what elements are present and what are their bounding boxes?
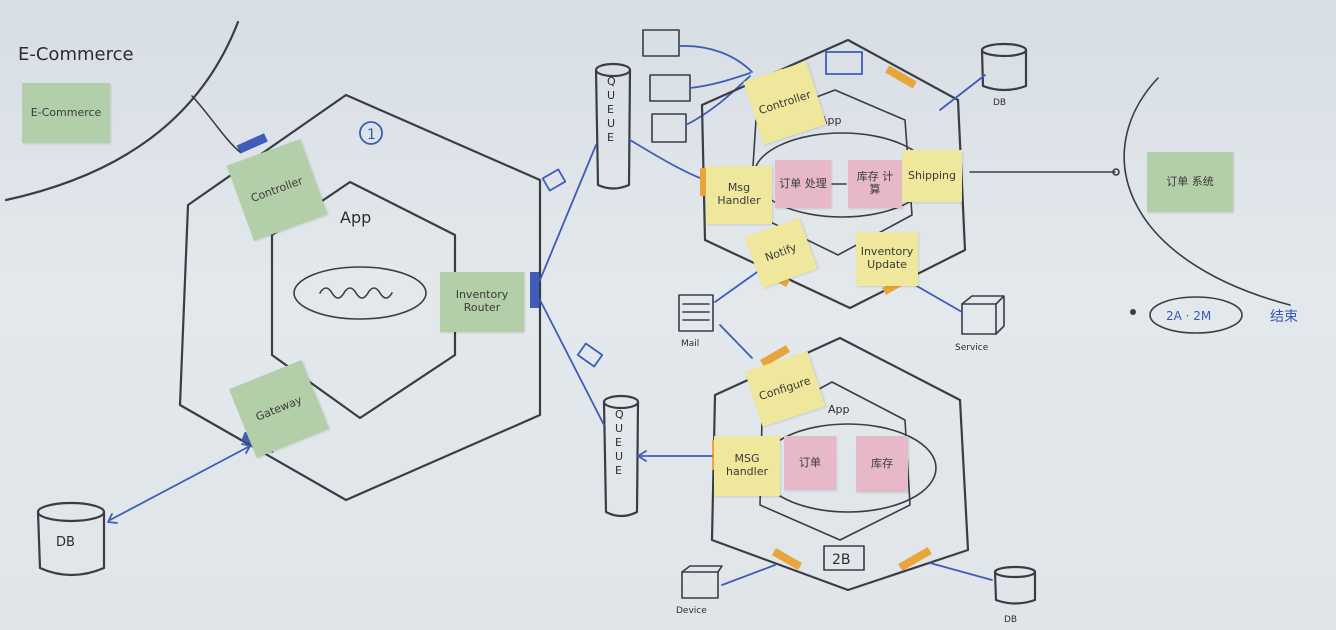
circle-one-num: 1 <box>367 127 376 143</box>
msg-handler-lower-sticky: MSG handler <box>714 436 780 496</box>
order-system-text: 订单 系统 <box>1166 174 1214 188</box>
configure-mail-link <box>719 324 753 359</box>
notify-mail-link <box>714 269 761 303</box>
ecommerce-boundary-arc <box>4 20 240 202</box>
source-device-3 <box>651 113 687 143</box>
pink-sticky-1-text: 订单 处理 <box>779 176 827 190</box>
adapter-4 <box>700 168 708 196</box>
queue-lower <box>602 394 640 518</box>
msg-handler-lower-text: MSG handler <box>725 452 768 478</box>
mail-icon <box>678 294 714 332</box>
db-lower-label: DB <box>1004 615 1017 625</box>
app-label: App <box>340 208 371 227</box>
gateway-arrowhead <box>241 443 251 454</box>
adapter-7 <box>760 345 790 367</box>
db-left-label: DB <box>56 535 75 550</box>
shipping-sticky: Shipping <box>902 150 962 202</box>
pink-sticky-4: 库存 <box>856 436 908 492</box>
router-to-lower-queue <box>539 299 605 426</box>
lower-app-label: App <box>828 403 850 416</box>
note-ellipse-text: 2A · 2M <box>1166 309 1211 323</box>
router-to-upper-queue <box>539 144 597 281</box>
inventory-update-text: Inventory Update <box>860 245 914 271</box>
db-lower-right <box>993 565 1037 605</box>
circle-one <box>359 121 383 145</box>
device-label: Device <box>676 606 707 616</box>
db-upper-label: DB <box>993 98 1006 108</box>
source-1-arrow <box>679 45 753 73</box>
right-boundary-arc <box>1123 77 1291 306</box>
envelope-icon <box>541 168 567 192</box>
queue-upper <box>594 62 632 190</box>
upper-controller-text: Controller <box>756 87 813 117</box>
domain-core-ellipse <box>293 266 427 320</box>
pink-sticky-3: 订单 <box>784 436 836 490</box>
device-icon <box>681 565 723 599</box>
note-ellipse <box>1149 296 1243 334</box>
notify-sticky-text: Notify <box>763 240 799 264</box>
inventory-router-text: Inventory Router <box>455 288 509 314</box>
configure-sticky-text: Configure <box>757 373 813 403</box>
router-port <box>530 272 539 308</box>
link-dot <box>1112 168 1120 176</box>
pink-sticky-3-text: 订单 <box>799 455 821 469</box>
pink-sticky-4-text: 库存 <box>871 456 893 470</box>
db-arrowhead <box>107 513 118 524</box>
upper-hex-tag <box>825 51 863 75</box>
ecommerce-title: E-Commerce <box>18 44 134 65</box>
source-2-arrow <box>689 72 751 89</box>
controller-port <box>236 133 268 154</box>
db-left <box>36 501 106 577</box>
shipping-sticky-text: Shipping <box>908 168 956 182</box>
ecommerce-sticky: E-Commerce <box>22 83 110 143</box>
db-gateway-link <box>109 445 251 521</box>
inventory-router-sticky: Inventory Router <box>440 272 524 332</box>
pink-sticky-2: 库存 计算 <box>848 160 902 208</box>
core-scribble <box>319 287 393 299</box>
note-tail-text: 结束 <box>1270 309 1298 325</box>
inventory-update-sticky: Inventory Update <box>856 232 918 286</box>
lower-outer-hexagon <box>710 336 970 592</box>
device-link <box>721 564 776 586</box>
adapter-10 <box>898 547 932 571</box>
msg-handler-text: Msg Handler <box>717 181 761 207</box>
mail-label: Mail <box>681 339 699 349</box>
source-device-2 <box>649 74 691 102</box>
service-icon <box>961 295 1005 335</box>
inventory-service-link <box>914 284 963 313</box>
two-b-box <box>823 545 865 571</box>
adapter-1 <box>885 65 917 89</box>
upper-outer-hexagon <box>700 38 967 310</box>
service-label: Service <box>955 343 989 353</box>
pink-sticky-1: 订单 处理 <box>775 160 831 208</box>
left-inner-hexagon <box>270 180 457 420</box>
controller-sticky-text: Controller <box>249 173 305 205</box>
lower-queue-arrowhead <box>637 450 647 462</box>
envelope-icon-lower <box>576 342 604 368</box>
bullet-dot <box>1130 309 1136 315</box>
pink-sticky-2-text: 库存 计算 <box>856 170 894 196</box>
source-device-1 <box>642 29 680 57</box>
lower-db-link <box>929 562 993 581</box>
two-b-label: 2B <box>832 552 851 568</box>
order-system-sticky: 订单 系统 <box>1147 152 1233 212</box>
adapter-9 <box>772 548 802 570</box>
msg-handler-sticky: Msg Handler <box>706 166 772 224</box>
queue-to-upper-hex <box>629 139 701 179</box>
ecommerce-sticky-text: E-Commerce <box>30 105 102 119</box>
gateway-sticky-text: Gateway <box>253 393 304 424</box>
ecommerce-arrow <box>191 95 241 153</box>
db-upper-right <box>980 42 1028 92</box>
left-outer-hexagon <box>178 93 542 502</box>
upper-db-link <box>939 74 986 111</box>
